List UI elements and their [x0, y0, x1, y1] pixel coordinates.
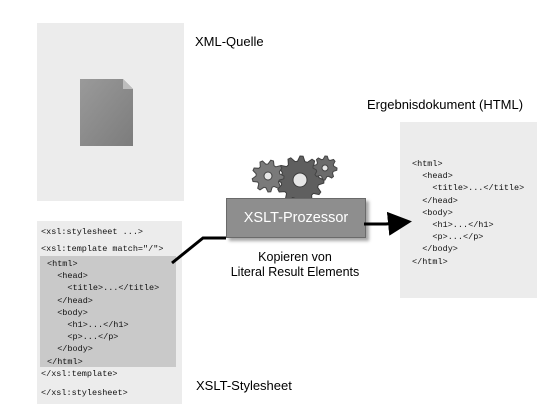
- literal-line: </html>: [47, 356, 83, 367]
- stylesheet-to-processor-line: [171, 236, 226, 265]
- caption-line-2: Literal Result Elements: [230, 265, 360, 279]
- template-close-tag: </xsl:template>: [41, 369, 118, 379]
- result-title: Ergebnisdokument (HTML): [367, 97, 524, 112]
- literal-result-code: <html> <head> <title>...</title> </head>…: [47, 258, 159, 368]
- result-line: <body>: [412, 207, 453, 218]
- result-line: <title>...</title>: [412, 183, 525, 194]
- result-panel: <html> <head> <title>...</title> </head>…: [400, 122, 537, 298]
- xml-source-title: XML-Quelle: [195, 34, 264, 49]
- result-line: <p>...</p>: [412, 232, 484, 243]
- literal-line: </body>: [47, 344, 93, 355]
- result-line: </head>: [412, 195, 458, 206]
- literal-line: <title>...</title>: [47, 283, 160, 294]
- result-line: <h1>...</h1>: [412, 220, 494, 231]
- literal-line: <html>: [47, 259, 78, 269]
- stylesheet-title: XSLT-Stylesheet: [196, 378, 292, 393]
- processor-to-result-arrow: [364, 211, 412, 236]
- result-line: <head>: [412, 171, 453, 182]
- processor-caption: Kopieren von Literal Result Elements: [210, 250, 380, 280]
- template-open-tag: <xsl:template match="/">: [41, 244, 164, 254]
- result-line: </body>: [412, 244, 458, 255]
- literal-line: </head>: [47, 295, 93, 306]
- xslt-processor-box: XSLT-Prozessor: [226, 198, 366, 238]
- stylesheet-close-tag: </xsl:stylesheet>: [41, 388, 128, 398]
- stylesheet-open-tag: <xsl:stylesheet ...>: [41, 227, 144, 237]
- document-icon: [80, 79, 133, 146]
- literal-result-highlight: [40, 256, 176, 367]
- literal-line: <body>: [47, 307, 88, 318]
- literal-line: <head>: [47, 271, 88, 282]
- result-line: <html>: [412, 159, 443, 169]
- result-code: <html> <head> <title>...</title> </head>…: [412, 158, 524, 268]
- xslt-processor-label: XSLT-Prozessor: [243, 210, 349, 226]
- result-line: </html>: [412, 256, 448, 267]
- caption-line-1: Kopieren von: [258, 250, 332, 264]
- literal-line: <p>...</p>: [47, 332, 119, 343]
- literal-line: <h1>...</h1>: [47, 320, 129, 331]
